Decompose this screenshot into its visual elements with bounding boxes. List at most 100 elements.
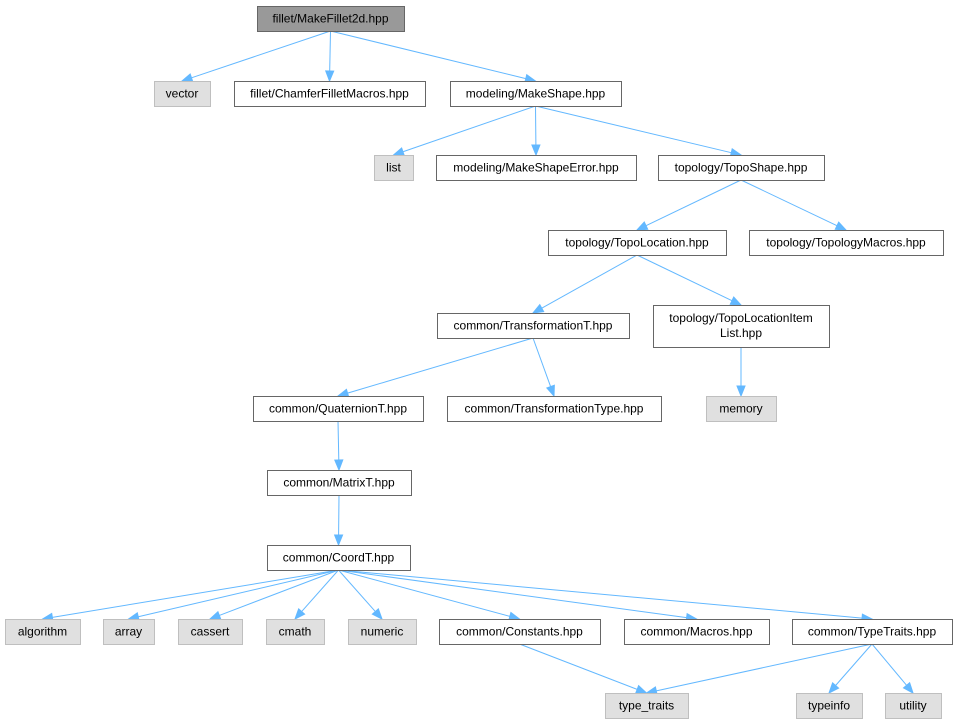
edge-makeshape-to-toposhape (535, 105, 743, 158)
edge-topolocation-to-topolocationitemlist (636, 254, 743, 306)
node-label: memory (719, 402, 762, 416)
node-label: common/TransformationType.hpp (465, 402, 644, 416)
node-box (447, 396, 662, 422)
node-box (154, 81, 211, 107)
edge-line (347, 337, 534, 394)
edges-layer (41, 30, 914, 696)
node-label: common/Constants.hpp (456, 625, 583, 639)
node-makefillet2d[interactable]: fillet/MakeFillet2d.hpp (257, 6, 405, 32)
node-label: vector (166, 87, 199, 101)
node-box (436, 155, 637, 181)
edge-line (636, 254, 733, 302)
node-chamferfilletmacros[interactable]: fillet/ChamferFilletMacros.hpp (234, 81, 426, 107)
node-utility: utility (885, 693, 942, 719)
node-box (548, 230, 727, 256)
node-makeshapeerror[interactable]: modeling/MakeShapeError.hpp (436, 155, 637, 181)
edge-line (191, 30, 331, 79)
edge-line (402, 105, 536, 153)
node-box (450, 81, 622, 107)
node-list: list (374, 155, 414, 181)
edge-transformationt-to-transformationtype (532, 337, 555, 398)
edge-typetraits_hpp-to-utility (871, 643, 914, 695)
edge-typetraits_hpp-to-typeinfo (828, 643, 873, 695)
edge-arrowhead (834, 221, 848, 231)
edge-coordt-to-algorithm (41, 569, 339, 622)
node-box (348, 619, 417, 645)
edge-line (138, 569, 339, 618)
edge-line (330, 30, 526, 80)
edge-line (740, 179, 838, 227)
edge-line (871, 643, 907, 686)
edge-arrowhead (208, 610, 222, 620)
node-topologymacros[interactable]: topology/TopologyMacros.hpp (749, 230, 944, 256)
node-box (374, 155, 414, 181)
node-label: type_traits (619, 699, 674, 713)
node-box (605, 693, 689, 719)
edge-coordt-to-numeric (338, 569, 383, 621)
node-type_traits: type_traits (605, 693, 689, 719)
node-transformationt[interactable]: common/TransformationT.hpp (437, 313, 630, 339)
node-macros[interactable]: common/Macros.hpp (624, 619, 770, 645)
node-box (5, 619, 81, 645)
node-label: array (115, 625, 142, 639)
node-box (267, 545, 411, 571)
edge-arrowhead (324, 70, 335, 83)
edge-line (645, 179, 742, 227)
node-label: list (386, 161, 401, 175)
edge-topolocationitemlist-to-memory (736, 347, 746, 398)
node-quaterniont[interactable]: common/QuaternionT.hpp (253, 396, 424, 422)
node-box (253, 396, 424, 422)
edge-toposhape-to-topolocation (635, 179, 742, 231)
node-transformationtype[interactable]: common/TransformationType.hpp (447, 396, 662, 422)
edge-makefillet2d-to-vector (180, 30, 331, 83)
node-box (257, 6, 405, 32)
node-label: cmath (279, 625, 312, 639)
edge-matrixt-to-coordt (333, 494, 344, 547)
node-box (885, 693, 942, 719)
node-label: utility (899, 699, 926, 713)
edge-line (338, 569, 863, 619)
node-constants[interactable]: common/Constants.hpp (439, 619, 601, 645)
edge-line (835, 643, 873, 686)
node-label: typeinfo (808, 699, 850, 713)
edge-line (219, 569, 339, 616)
node-label: common/CoordT.hpp (283, 551, 395, 565)
node-makeshape[interactable]: modeling/MakeShape.hpp (450, 81, 622, 107)
edge-arrowhead (333, 534, 344, 547)
edge-arrowhead (336, 388, 350, 398)
node-numeric: numeric (348, 619, 417, 645)
edge-arrowhead (392, 147, 405, 157)
edge-coordt-to-array (127, 569, 339, 622)
node-label: common/Macros.hpp (640, 625, 752, 639)
node-box (178, 619, 243, 645)
node-cassert: cassert (178, 619, 243, 645)
node-algorithm: algorithm (5, 619, 81, 645)
edge-makefillet2d-to-chamferfilletmacros (324, 30, 335, 83)
edge-arrowhead (729, 296, 743, 306)
edge-coordt-to-constants (338, 569, 521, 621)
node-box (234, 81, 426, 107)
edge-coordt-to-typetraits_hpp (338, 569, 874, 623)
node-box (796, 693, 863, 719)
edge-makeshape-to-makeshapeerror (531, 105, 541, 157)
edge-line (337, 420, 340, 461)
node-label: numeric (361, 625, 404, 639)
node-label: fillet/MakeFillet2d.hpp (272, 12, 388, 26)
node-box (266, 619, 325, 645)
node-typetraits_hpp[interactable]: common/TypeTraits.hpp (792, 619, 953, 645)
edge-arrowhead (334, 459, 344, 472)
node-coordt[interactable]: common/CoordT.hpp (267, 545, 411, 571)
node-label: fillet/ChamferFilletMacros.hpp (250, 87, 409, 101)
edge-quaterniont-to-matrixt (334, 420, 344, 472)
node-matrixt[interactable]: common/MatrixT.hpp (267, 470, 412, 496)
edge-arrowhead (902, 681, 914, 695)
node-toposhape[interactable]: topology/TopoShape.hpp (658, 155, 825, 181)
node-topolocation[interactable]: topology/TopoLocation.hpp (548, 230, 727, 256)
node-label: common/TypeTraits.hpp (808, 625, 937, 639)
node-box (706, 396, 777, 422)
node-label: algorithm (18, 625, 67, 639)
edge-line (301, 569, 339, 612)
edge-transformationt-to-quaterniont (336, 337, 534, 398)
